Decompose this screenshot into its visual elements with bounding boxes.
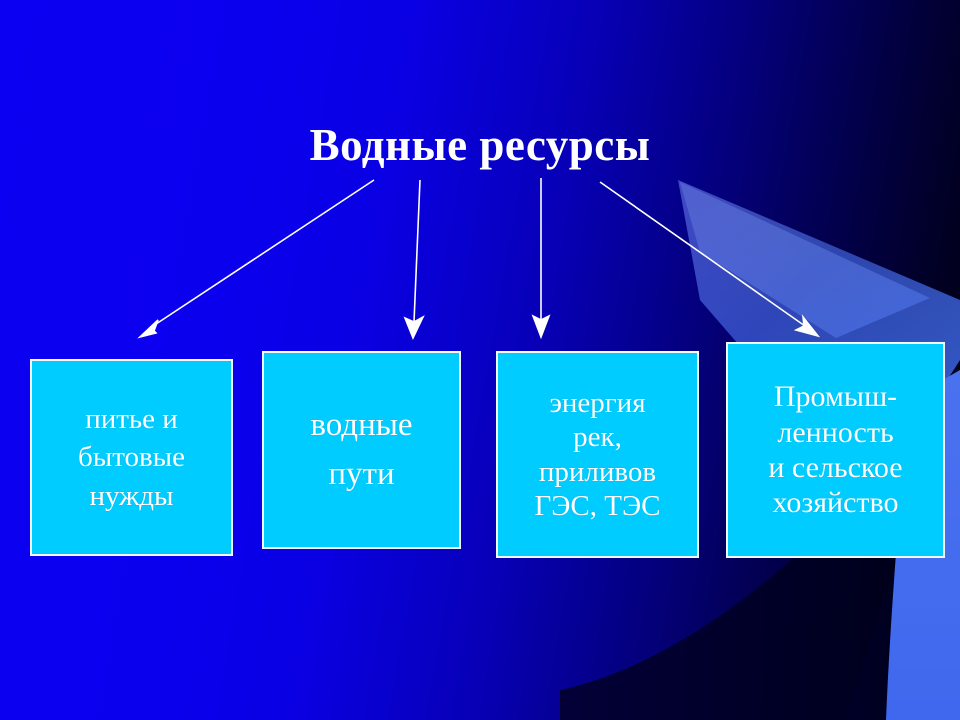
node-line: пути [328,456,395,492]
arrow-to-drinking-icon [137,179,375,339]
arrow-to-energy-icon [531,178,551,340]
node-line: хозяйство [772,486,899,520]
node-line: Промыш- [773,380,898,414]
node-box-drinking[interactable]: питье и бытовые нужды [30,359,233,556]
page-title: Водные ресурсы [309,120,651,170]
node-line: бытовые [77,441,186,474]
arrow-to-industry-icon [599,181,821,338]
node-line: ГЭС, ТЭС [534,489,661,522]
node-box-energy[interactable]: энергия рек, приливов ГЭС, ТЭС [496,351,699,558]
node-line: нужды [89,479,174,512]
node-line: приливов [538,455,657,488]
node-line: питье и [85,403,178,436]
node-line: и сельское [768,451,903,484]
node-box-waterways[interactable]: водные пути [262,351,461,549]
node-box-industry[interactable]: Промыш- ленность и сельское хозяйство [726,342,945,558]
node-line: ленность [777,415,894,449]
arrow-to-waterways-icon [403,179,425,340]
node-line: энергия [549,387,646,420]
node-line: водные [310,407,413,444]
node-line: рек, [573,421,622,454]
